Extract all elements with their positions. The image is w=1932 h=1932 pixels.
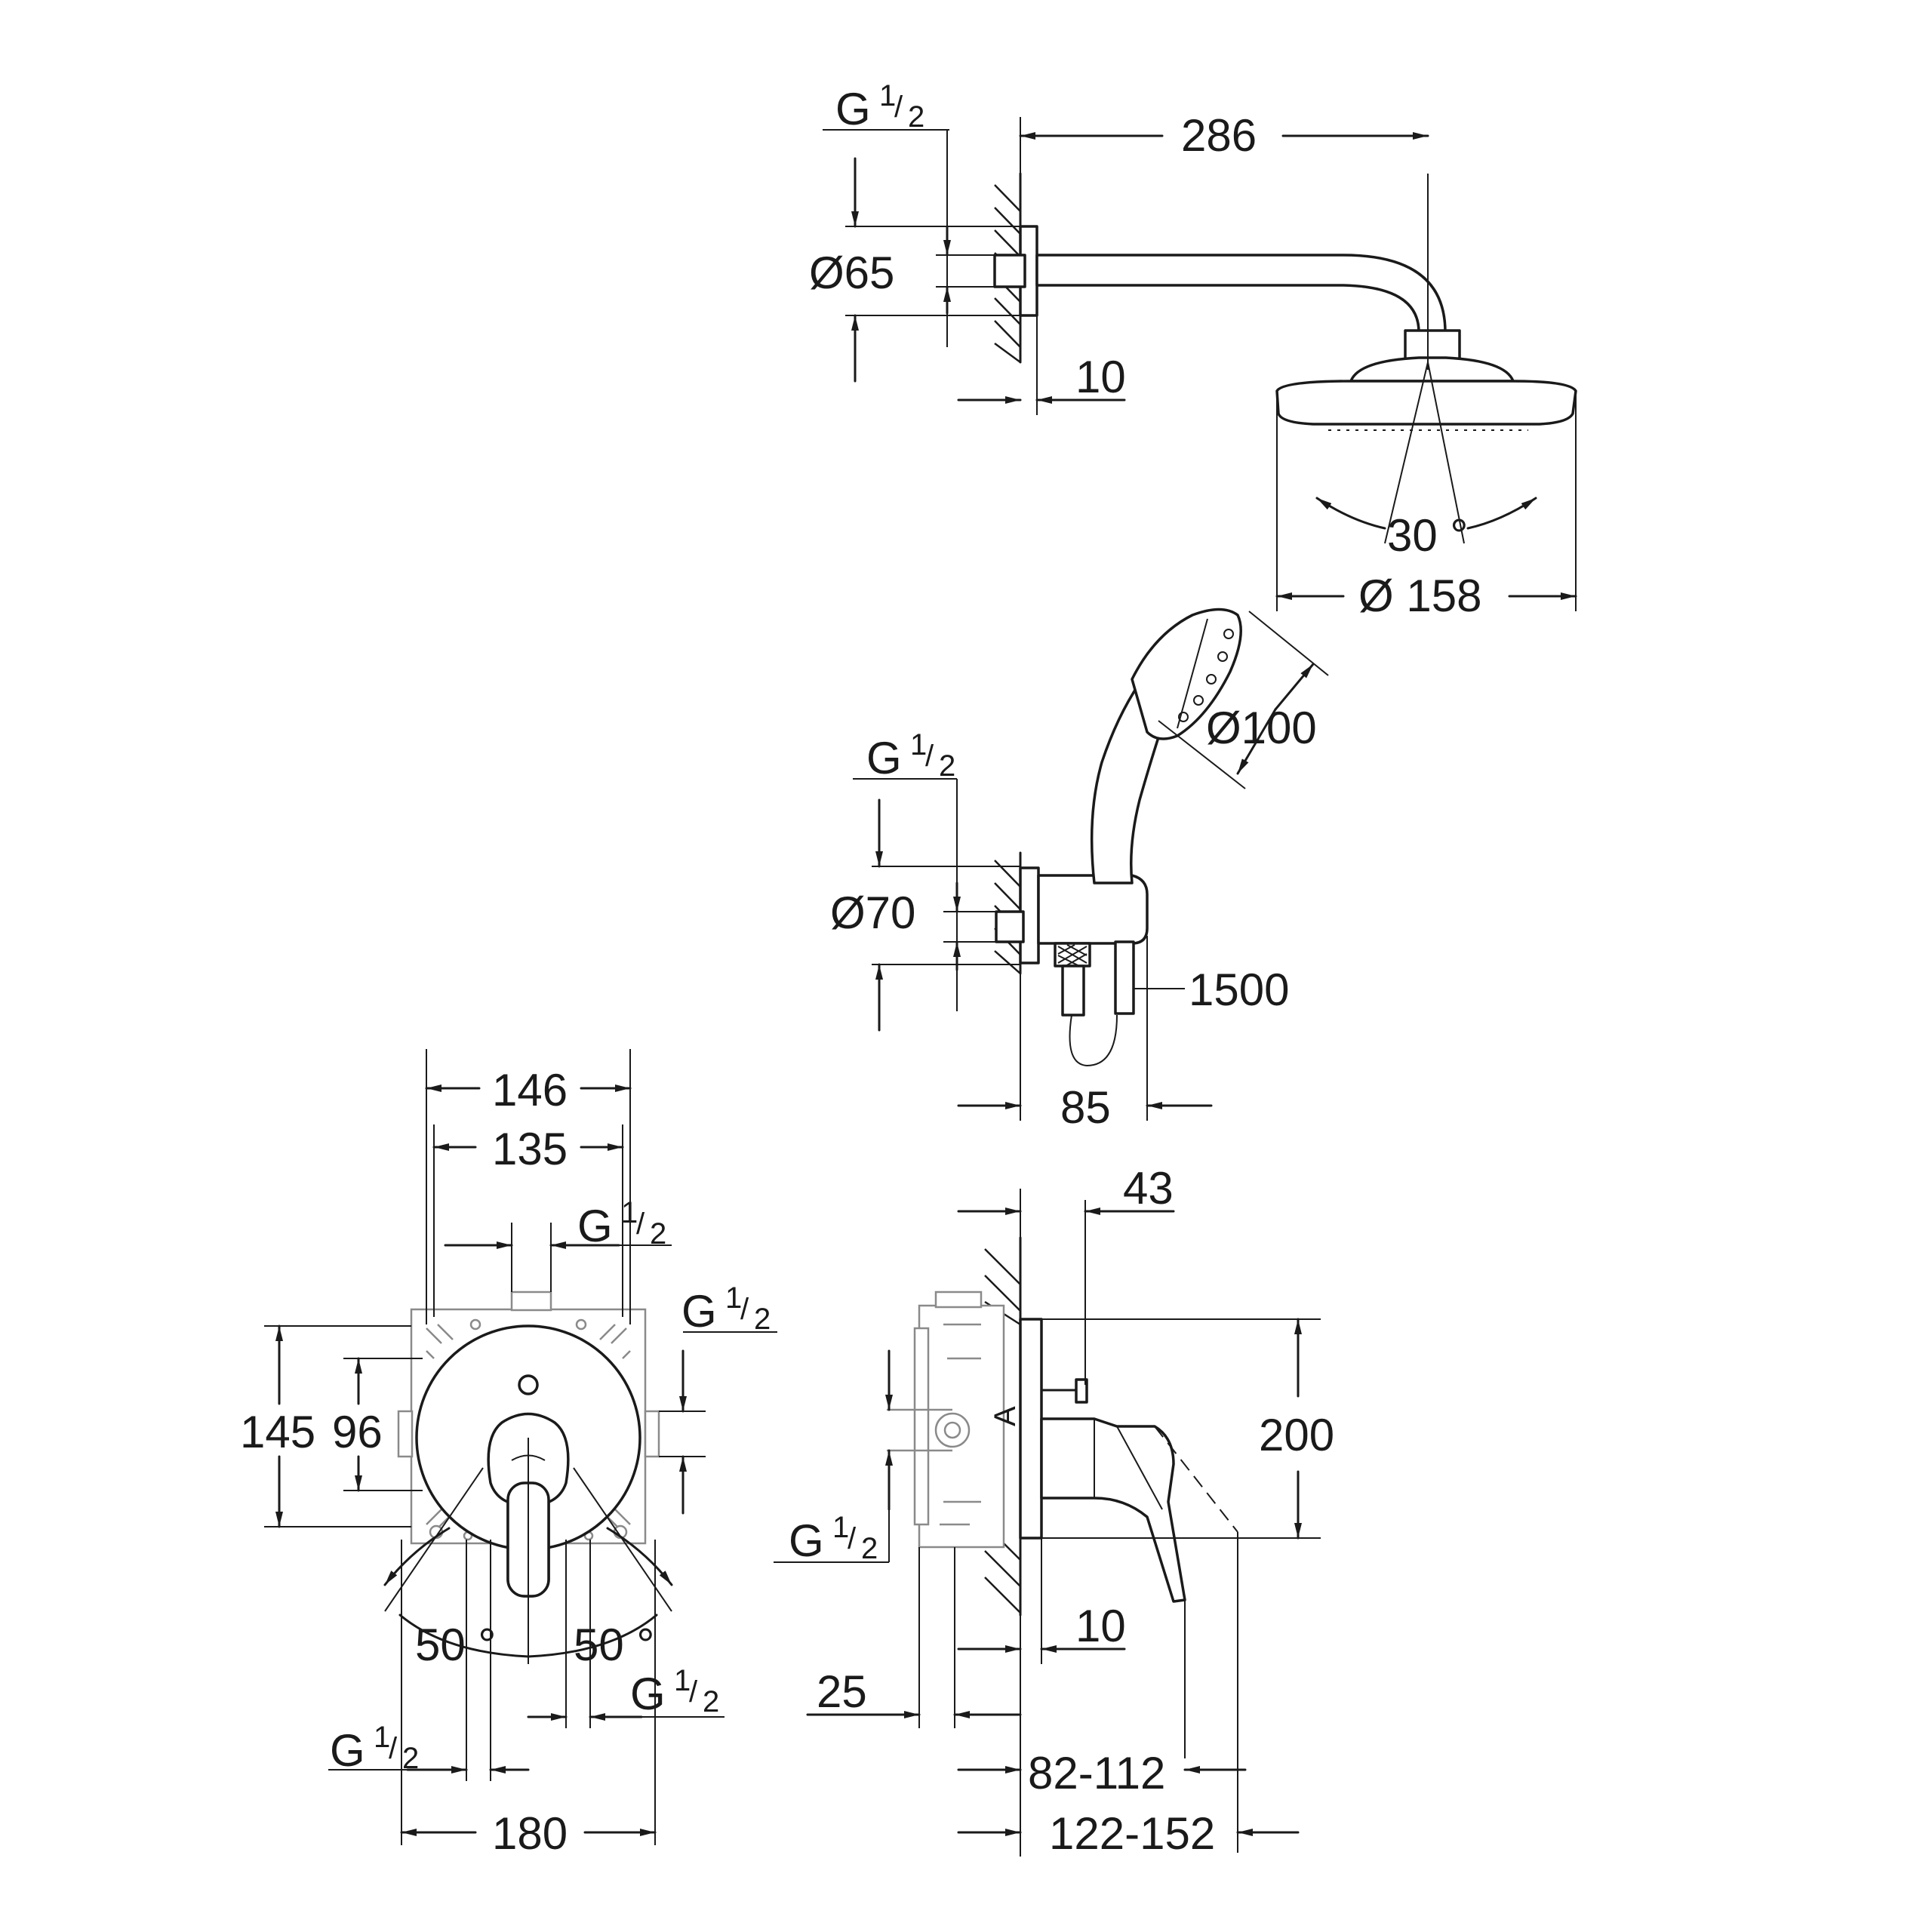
mixer-front-view: 50 ° 50 ° 146 135 G 1 / 2 G 1 (240, 1049, 777, 1859)
thread-label-g12: G 1 / 2 (681, 1281, 771, 1337)
svg-text:/: / (636, 1208, 645, 1241)
hose-loop (1069, 1014, 1118, 1067)
dim-plate-width: 180 (492, 1808, 568, 1859)
svg-text:1: 1 (621, 1196, 638, 1229)
dim-hand-head-diameter: Ø100 (1206, 703, 1317, 753)
dim-angle-left: 50 ° (415, 1620, 496, 1670)
thread-label-g12: G 1 / 2 (866, 728, 955, 783)
svg-text:G: G (577, 1201, 613, 1251)
svg-text:G: G (681, 1286, 717, 1337)
dim-side-wall-gap: 10 (1075, 1601, 1126, 1651)
dim-box-width-inner: 135 (492, 1124, 568, 1174)
dim-box-width-outer: 146 (492, 1065, 568, 1115)
head-shower-view: 286 G 1 / 2 Ø65 10 30 ° Ø 158 (809, 79, 1577, 621)
svg-text:/: / (740, 1293, 749, 1326)
svg-text:2: 2 (754, 1303, 771, 1336)
dim-spray-angle: 30 ° (1387, 510, 1468, 561)
svg-text:2: 2 (939, 749, 955, 783)
svg-text:G: G (866, 733, 902, 783)
hand-shower-head (1131, 608, 1242, 740)
dim-top-offset: 43 (1123, 1163, 1174, 1214)
svg-text:/: / (689, 1675, 698, 1709)
svg-text:G: G (835, 84, 871, 134)
dim-hose-length: 1500 (1189, 964, 1289, 1015)
shower-arm (1035, 254, 1447, 334)
svg-text:A: A (989, 1406, 1022, 1426)
outlet-pipe (995, 910, 1025, 943)
dim-hand-projection: 85 (1060, 1082, 1111, 1133)
diverter-knob-side (1075, 1378, 1088, 1404)
thread-label-g12: G 1 / 2 (330, 1721, 419, 1776)
svg-text:G: G (330, 1725, 365, 1776)
head-shower-face (1275, 380, 1577, 426)
hand-spray-nozzles (1178, 629, 1234, 722)
svg-text:/: / (894, 91, 903, 124)
head-shower-body (1349, 356, 1515, 383)
mixer-side-view: A 43 200 G 1 / 2 (774, 1163, 1334, 1859)
svg-text:2: 2 (650, 1217, 666, 1251)
dim-depth-min: 25 (817, 1666, 867, 1717)
svg-text:1: 1 (725, 1281, 742, 1315)
dim-arm-projection: 286 (1181, 110, 1257, 161)
dim-flange-diameter: Ø65 (809, 248, 894, 298)
svg-text:1: 1 (879, 79, 896, 112)
diverter-button (518, 1374, 539, 1395)
dim-height-outer: 145 (240, 1407, 315, 1457)
arm-nut (1404, 329, 1461, 361)
thread-label-g12: G 1 / 2 (630, 1664, 719, 1719)
dim-range-long: 122-152 (1049, 1808, 1215, 1859)
dim-range-short: 82-112 (1028, 1748, 1165, 1798)
svg-text:G: G (630, 1669, 666, 1719)
svg-text:/: / (848, 1522, 857, 1555)
cover-plate-side (1019, 1318, 1043, 1540)
svg-text:2: 2 (908, 100, 924, 134)
mixer-lever-side (1040, 1417, 1186, 1603)
thread-label-g12: G 1 / 2 (577, 1196, 666, 1251)
svg-text:2: 2 (402, 1742, 419, 1775)
dim-wall-gap: 10 (1075, 352, 1126, 402)
svg-text:2: 2 (861, 1532, 878, 1565)
svg-text:1: 1 (374, 1721, 390, 1754)
svg-text:/: / (925, 740, 934, 773)
dim-plate-height: 200 (1259, 1410, 1334, 1460)
svg-text:/: / (389, 1732, 398, 1765)
inlet-pipe (993, 254, 1026, 288)
thread-label-g12: G 1 / 2 (835, 79, 924, 134)
dim-angle-right: 50 ° (574, 1620, 654, 1670)
svg-text:G: G (789, 1515, 824, 1566)
hose-stub (1061, 964, 1085, 1017)
hand-shower-view: Ø100 G 1 / 2 Ø70 1500 85 (830, 608, 1329, 1133)
svg-text:1: 1 (910, 728, 927, 761)
hose-connector (1114, 940, 1135, 1015)
svg-text:1: 1 (832, 1511, 849, 1544)
svg-text:1: 1 (674, 1664, 691, 1697)
svg-text:2: 2 (703, 1685, 719, 1718)
dim-head-diameter: Ø 158 (1358, 571, 1481, 621)
thread-label-g12: G 1 / 2 (789, 1511, 878, 1566)
shower-holder (1037, 874, 1149, 945)
dim-outlet-diameter: Ø70 (830, 888, 915, 938)
dim-height-inner: 96 (332, 1407, 383, 1457)
